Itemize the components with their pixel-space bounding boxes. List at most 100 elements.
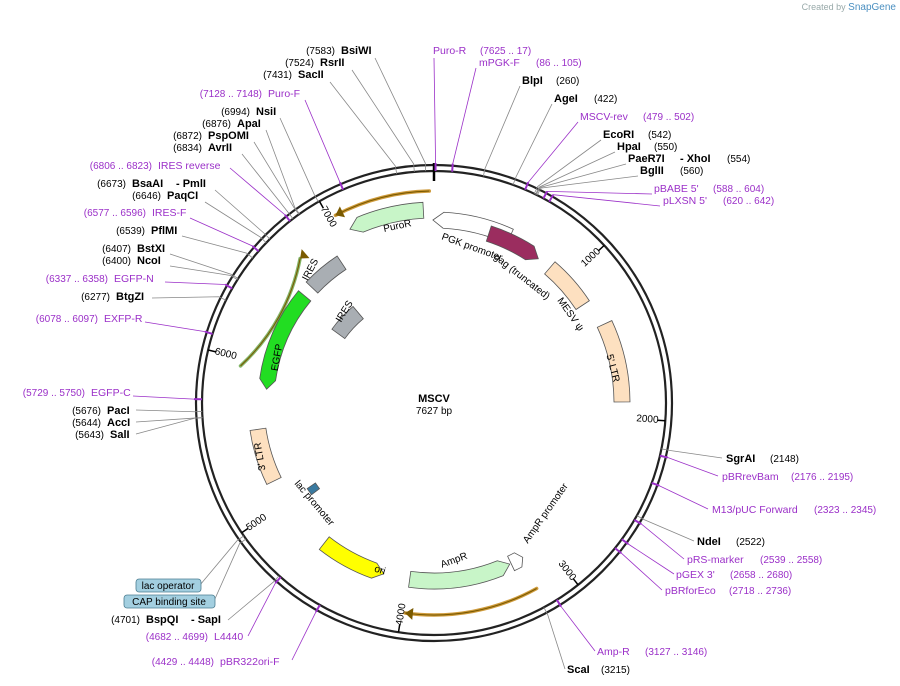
site-apai-pos: (6876) xyxy=(202,119,231,130)
site-apai-name: ApaI xyxy=(237,118,261,130)
leader-bsaai xyxy=(214,189,271,240)
feature-ori xyxy=(318,536,385,579)
site-btgzi-name: BtgZI xyxy=(116,291,144,303)
leader-btgzi xyxy=(151,296,227,301)
site-btgzi-pos: (6277) xyxy=(81,292,110,303)
leader-bstxi xyxy=(169,253,239,279)
leader-prs-mark xyxy=(633,519,642,525)
leader-l4440-mark xyxy=(274,576,282,584)
feature-lac-box xyxy=(306,482,321,496)
tick-label-7000: 7000 xyxy=(318,205,339,230)
leader-bspqi xyxy=(227,575,280,621)
site-paci-pos: (5676) xyxy=(72,406,101,417)
plasmid-length: 7627 bp xyxy=(416,406,453,417)
primer-mpgkf-name: mPGK-F xyxy=(479,57,520,69)
feature-egfp xyxy=(259,290,312,390)
site-ecori-name: EcoRI xyxy=(603,129,634,141)
leader-egfpn xyxy=(164,281,233,289)
lac-operator-label: lac operator xyxy=(142,581,195,592)
leader-bglii xyxy=(536,175,639,196)
site-bglii-name: BglII xyxy=(640,165,664,177)
site-pflmi-name: PflMI xyxy=(151,225,177,237)
primer-exfpr-name: EXFP-R xyxy=(104,313,143,325)
leader-sacii xyxy=(329,81,398,175)
site-bstxi-name: BstXI xyxy=(137,243,165,255)
primer-l4440-pos: (4682 .. 4699) xyxy=(146,632,208,643)
site-paqci-name: PaqCI xyxy=(167,190,198,202)
primer-iresrev-name: IRES reverse xyxy=(158,160,221,172)
tick-4000 xyxy=(397,624,401,633)
leader-iresrev-mark xyxy=(284,214,291,222)
site-rsrii-name: RsrII xyxy=(320,57,344,69)
site-hpai-name: HpaI xyxy=(617,141,641,153)
leader-blpi xyxy=(482,85,521,177)
feature-ires-outer xyxy=(305,255,347,294)
site-nsii-name: NsiI xyxy=(256,106,276,118)
leader-pbabe-mark xyxy=(542,190,549,199)
leader-exfpr xyxy=(144,321,213,335)
site-bspqi-extra: - SapI xyxy=(191,614,221,626)
leader-plxsn-mark xyxy=(548,194,555,203)
leader-iresf xyxy=(189,217,259,252)
leader-cap xyxy=(213,538,247,602)
left-sites: (7583) BsiWI (7524) RsrII (7431) SacII (… xyxy=(23,45,372,668)
leader-rsrii xyxy=(351,69,415,172)
primer-plxsn-pos: (620 .. 642) xyxy=(723,196,774,207)
orf-ampr-arrow-head xyxy=(405,607,414,620)
primer-ampr-name: Amp-R xyxy=(597,646,630,658)
tick-2000 xyxy=(657,419,666,422)
orf-top-arrow xyxy=(335,190,430,216)
leader-pgex-mark xyxy=(621,538,629,545)
tick-7000 xyxy=(318,200,325,209)
leader-pbr322 xyxy=(291,604,321,661)
primer-pgex-pos: (2658 .. 2680) xyxy=(730,570,792,581)
site-sgrai-pos: (2148) xyxy=(770,454,799,465)
leader-iresf-mark xyxy=(251,245,260,252)
site-blpi-name: BlpI xyxy=(522,75,543,87)
site-ncoi-name: NcoI xyxy=(137,255,161,267)
tick-6000 xyxy=(207,349,217,353)
leader-agei xyxy=(512,103,553,186)
leader-apai xyxy=(265,129,300,215)
leader-ncoi xyxy=(169,265,238,281)
site-paer7i-name: PaeR7I xyxy=(628,153,665,165)
label-ampr-promoter: AmpR promoter xyxy=(521,481,571,546)
feature-gag xyxy=(485,225,539,261)
primer-plxsn-name: pLXSN 5' xyxy=(663,195,707,207)
primer-ampr-pos: (3127 .. 3146) xyxy=(645,647,707,658)
features-layer xyxy=(238,189,631,620)
feature-ampr xyxy=(408,560,511,590)
site-paci-name: PacI xyxy=(107,405,130,417)
feature-5ltr xyxy=(596,320,631,403)
site-avrii-name: AvrII xyxy=(208,142,232,154)
label-ampr: AmpR xyxy=(439,551,469,571)
leader-pbabe xyxy=(543,190,653,199)
primer-pbrforeco-name: pBRforEco xyxy=(665,585,716,597)
leader-m13 xyxy=(651,482,709,510)
feature-3ltr xyxy=(249,427,282,485)
leader-nsii xyxy=(279,117,319,203)
cap-site-label: CAP binding site xyxy=(132,597,206,608)
site-bsaai-name: BsaAI xyxy=(132,178,163,190)
primer-m13-name: M13/pUC Forward xyxy=(712,504,798,516)
primer-egfpn-pos: (6337 .. 6358) xyxy=(46,274,108,285)
site-bsiwi-name: BsiWI xyxy=(341,45,372,57)
leader-paer7i xyxy=(535,163,627,195)
site-sgrai-name: SgrAI xyxy=(726,453,755,465)
leader-mpgkf-mark xyxy=(451,163,454,172)
primer-pbabe-pos: (588 .. 604) xyxy=(713,184,764,195)
site-ndei-pos: (2522) xyxy=(736,537,765,548)
primer-puror-pos: (7625 .. 17) xyxy=(480,46,531,57)
site-acci-name: AccI xyxy=(107,417,130,429)
tick-3000 xyxy=(572,578,579,586)
primer-m13-pos: (2323 .. 2345) xyxy=(814,505,876,516)
leader-pbrforeco xyxy=(614,547,663,591)
site-pspomi-name: PspOMI xyxy=(208,130,249,142)
cap-site-box: CAP binding site xyxy=(123,594,216,609)
label-3ltr: 3' LTR xyxy=(253,441,269,471)
site-paer7i-pos: (554) xyxy=(727,154,750,165)
tick-label-5000: 5000 xyxy=(244,512,269,534)
leader-pbrforeco-mark xyxy=(614,547,622,554)
leader-ndei xyxy=(636,515,695,542)
